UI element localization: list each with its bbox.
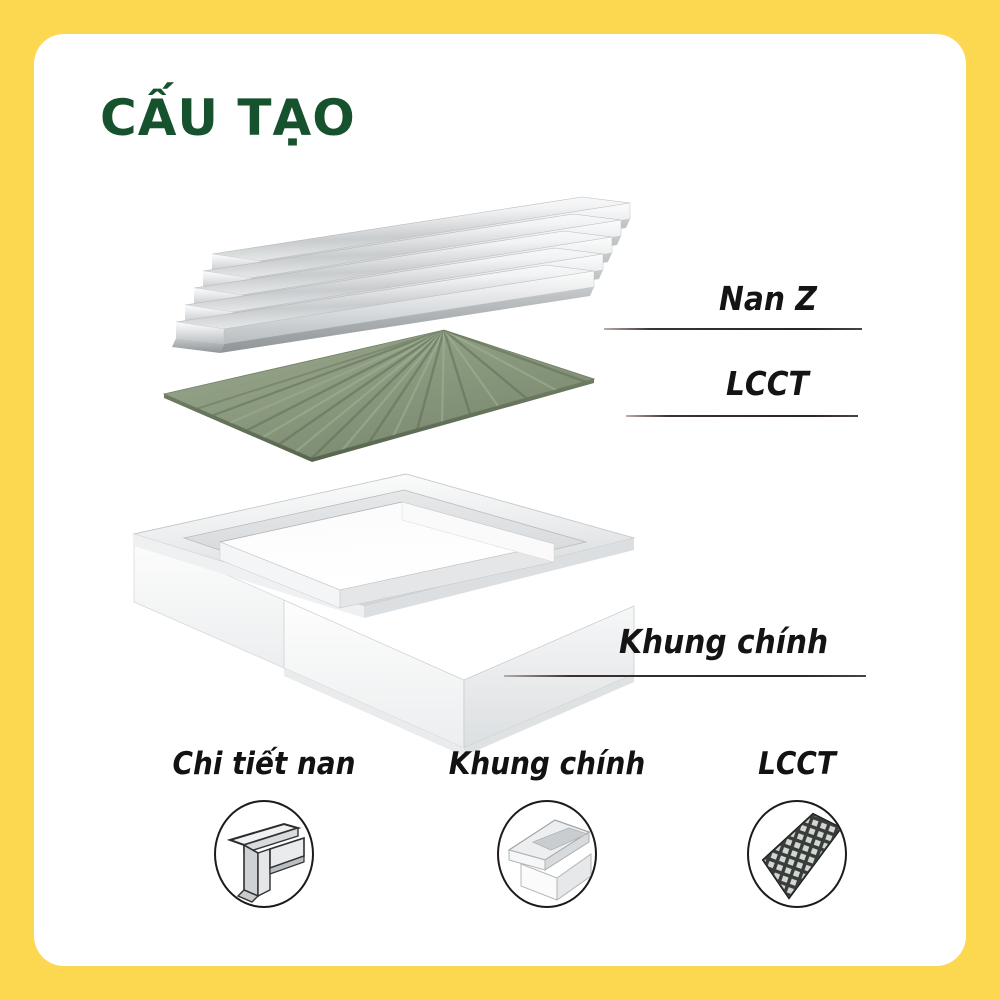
detail-item-frame: Khung chính: [432, 746, 662, 908]
content-card: CẤU TẠO: [34, 34, 966, 966]
component-lcct: [162, 329, 596, 462]
frame-corner-icon: [497, 800, 597, 908]
diagram-canvas: [132, 196, 636, 756]
leader-line-nan-z: [604, 328, 862, 330]
component-nan-z: [172, 196, 631, 353]
detail-item-lcct: LCCT: [682, 746, 912, 908]
mesh-screen-icon: [747, 800, 847, 908]
detail-label-frame: Khung chính: [448, 746, 646, 782]
callout-label-lcct: LCCT: [726, 364, 809, 403]
leader-line-khung-chinh: [504, 675, 866, 677]
callout-label-khung-chinh: Khung chính: [619, 622, 829, 661]
exploded-diagram: Nan Z LCCT Khung chính: [34, 34, 966, 966]
slat-profile-icon: [214, 800, 314, 908]
page-title: CẤU TẠO: [100, 89, 356, 147]
leader-line-lcct: [626, 415, 858, 417]
detail-label-slat: Chi tiết nan: [172, 746, 356, 782]
component-khung-chinh: [132, 473, 636, 756]
detail-item-slat: Chi tiết nan: [149, 746, 379, 908]
detail-label-lcct: LCCT: [758, 746, 836, 782]
callout-label-nan-z: Nan Z: [719, 279, 817, 318]
